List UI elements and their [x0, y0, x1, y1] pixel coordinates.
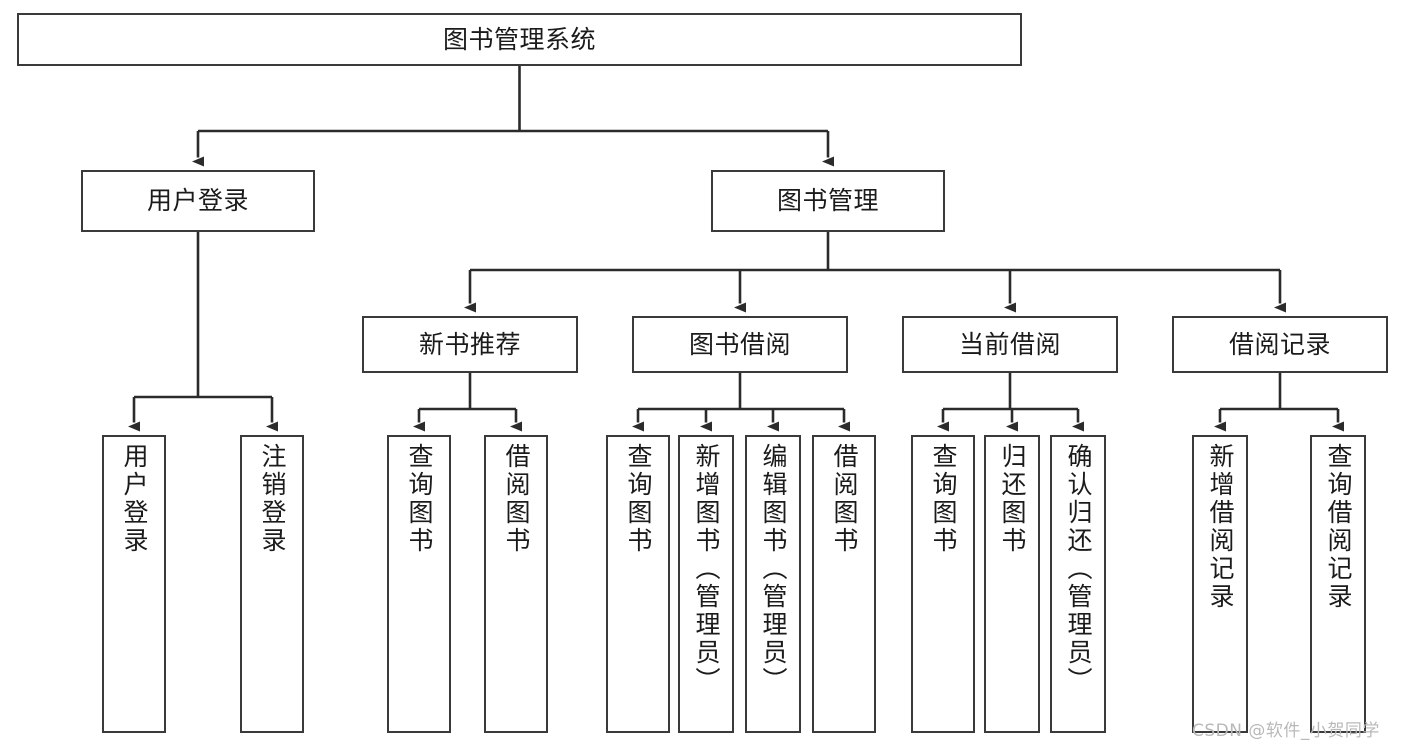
node-new-book-recommend[interactable]: 新书推荐 [362, 316, 578, 373]
node-leaf-add-book[interactable]: 新增图书（管理员） [678, 435, 734, 733]
node-borrow-record-label: 借阅记录 [1228, 329, 1331, 359]
node-leaf-add-book-label: 新增图书（管理员） [692, 443, 721, 695]
node-leaf-query-record[interactable]: 查询借阅记录 [1310, 435, 1366, 733]
node-book-borrow[interactable]: 图书借阅 [632, 316, 848, 373]
node-leaf-query-book-2[interactable]: 查询图书 [606, 435, 670, 733]
node-book-manage[interactable]: 图书管理 [711, 170, 945, 232]
node-leaf-edit-book[interactable]: 编辑图书（管理员） [745, 435, 801, 733]
node-leaf-borrow-book-1-label: 借阅图书 [502, 443, 531, 555]
node-leaf-query-book-2-label: 查询图书 [624, 443, 653, 555]
node-borrow-record[interactable]: 借阅记录 [1172, 316, 1388, 373]
node-leaf-return-book-label: 归还图书 [998, 443, 1027, 555]
node-leaf-add-record-label: 新增借阅记录 [1206, 443, 1235, 611]
node-user-login-label: 用户登录 [146, 186, 249, 215]
node-new-book-recommend-label: 新书推荐 [418, 329, 521, 359]
node-user-login[interactable]: 用户登录 [81, 170, 315, 232]
node-leaf-logout-label: 注销登录 [258, 443, 287, 555]
node-leaf-confirm-return-label: 确认归还（管理员） [1064, 443, 1093, 695]
node-root[interactable]: 图书管理系统 [17, 13, 1022, 66]
node-leaf-query-record-label: 查询借阅记录 [1324, 443, 1353, 611]
node-leaf-borrow-book-2[interactable]: 借阅图书 [812, 435, 876, 733]
node-current-borrow[interactable]: 当前借阅 [902, 316, 1118, 373]
node-leaf-borrow-book-1[interactable]: 借阅图书 [484, 435, 548, 733]
node-leaf-query-book-3-label: 查询图书 [929, 443, 958, 555]
node-book-borrow-label: 图书借阅 [688, 329, 791, 359]
node-current-borrow-label: 当前借阅 [958, 329, 1061, 359]
node-leaf-query-book-1-label: 查询图书 [405, 443, 434, 555]
node-leaf-query-book-1[interactable]: 查询图书 [387, 435, 451, 733]
node-leaf-user-login[interactable]: 用户登录 [102, 435, 166, 733]
node-leaf-query-book-3[interactable]: 查询图书 [911, 435, 975, 733]
node-leaf-user-login-label: 用户登录 [120, 443, 149, 555]
node-leaf-add-record[interactable]: 新增借阅记录 [1192, 435, 1248, 733]
node-book-manage-label: 图书管理 [776, 186, 879, 215]
node-leaf-return-book[interactable]: 归还图书 [984, 435, 1040, 733]
node-leaf-edit-book-label: 编辑图书（管理员） [759, 443, 788, 695]
node-leaf-confirm-return[interactable]: 确认归还（管理员） [1050, 435, 1106, 733]
node-leaf-logout[interactable]: 注销登录 [240, 435, 304, 733]
csdn-watermark: CSDN @软件_小贺同学 [1192, 721, 1380, 741]
node-leaf-borrow-book-2-label: 借阅图书 [830, 443, 859, 555]
node-root-label: 图书管理系统 [442, 24, 596, 54]
